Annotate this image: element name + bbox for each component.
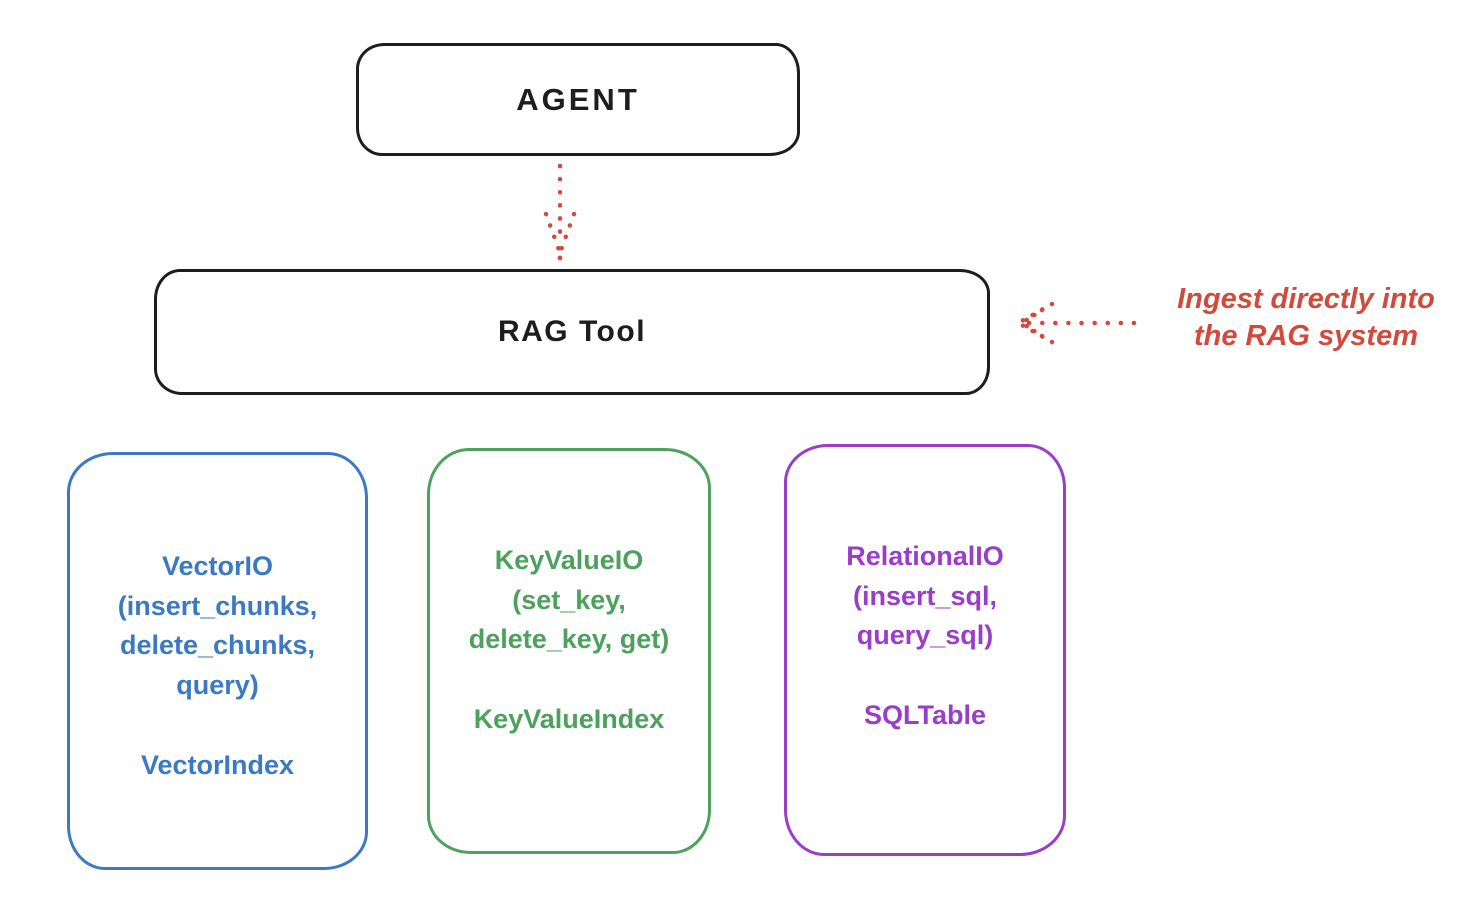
rag-tool-label: RAG Tool <box>497 315 647 348</box>
sql-table-label: SQLTable <box>863 700 986 731</box>
vector-io-method-line: delete_chunks, <box>119 630 316 661</box>
vector-index-label: VectorIndex <box>140 749 295 780</box>
relational-io-method-line: query_sql) <box>856 620 994 651</box>
keyvalue-io-title: KeyValueIO <box>494 545 644 575</box>
keyvalue-io-method-line: (set_key, <box>512 584 626 615</box>
relational-io-title: RelationalIO <box>846 541 1004 571</box>
keyvalue-index-label: KeyValueIndex <box>473 704 665 735</box>
agent-node: AGENT <box>356 43 800 156</box>
vector-io-node: VectorIO (insert_chunks, delete_chunks, … <box>67 452 368 870</box>
agent-to-ragtool-arrow-icon <box>543 163 577 261</box>
ingest-annotation: Ingest directly into the RAG system <box>1130 281 1482 355</box>
rag-tool-node: RAG Tool <box>154 269 990 395</box>
ingest-annotation-line1: Ingest directly into <box>1177 283 1435 315</box>
agent-label: AGENT <box>516 81 640 117</box>
relational-io-method-line: (insert_sql, <box>852 580 998 611</box>
ingest-arrow-icon <box>1017 301 1137 345</box>
keyvalue-io-method-line: delete_key, get) <box>468 624 670 655</box>
keyvalue-io-node: KeyValueIO (set_key, delete_key, get) Ke… <box>427 448 711 854</box>
relational-io-node: RelationalIO (insert_sql, query_sql) SQL… <box>784 444 1066 856</box>
ingest-annotation-line2: the RAG system <box>1193 320 1418 353</box>
vector-io-method-line: query) <box>176 670 259 701</box>
vector-io-title: VectorIO <box>161 551 274 581</box>
vector-io-method-line: (insert_chunks, <box>117 590 318 621</box>
